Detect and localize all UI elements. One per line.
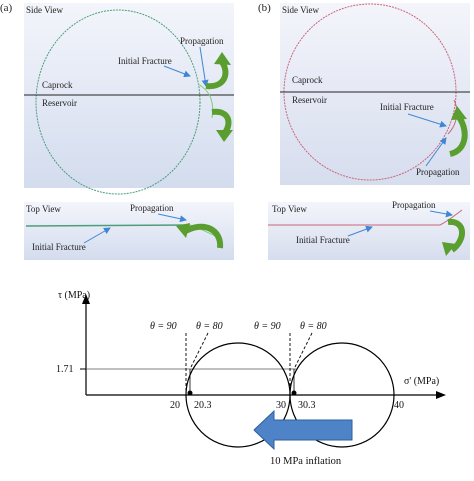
x-tick-20: 20 <box>170 400 180 411</box>
x-tick-30: 30 <box>276 400 286 411</box>
theta-label-90-second: θ = 90 <box>254 321 281 332</box>
side-view-title: Side View <box>282 5 320 15</box>
fracture-outline <box>35 9 201 195</box>
caprock-label: Caprock <box>42 80 73 90</box>
panel-b-top-view: Top View Propagation Initial Fracture <box>268 200 470 260</box>
top-initial-fracture-label: Initial Fracture <box>296 235 350 245</box>
x-tick-30-3: 30.3 <box>298 400 316 411</box>
caprock-label: Caprock <box>292 75 323 85</box>
panel-a-top-view: Top View Propagation Initial Fracture <box>24 202 234 260</box>
panel-a-side-view: Side View Caprock Reservoir Initial Frac… <box>24 3 234 195</box>
propagated-fracture-trace <box>439 209 463 226</box>
x-tick-20-3: 20.3 <box>194 400 212 411</box>
initial-fracture-label: Initial Fracture <box>118 56 172 66</box>
reservoir-label: Reservoir <box>42 98 77 108</box>
panel-a-letter: (a) <box>0 2 13 14</box>
side-view-background <box>280 3 470 185</box>
panel-a: (a) Side View Caprock Reservoir Initial … <box>0 2 234 260</box>
tau-axis-label: τ (MPa) <box>58 290 90 301</box>
curved-arrow-icon <box>448 106 468 157</box>
top-view-background <box>24 202 234 260</box>
top-view-title: Top View <box>272 204 307 214</box>
theta-80-line-second <box>293 332 313 370</box>
propagation-label: Propagation <box>416 167 460 177</box>
panel-b-side-view: Side View Caprock Reservoir Initial Frac… <box>280 3 470 185</box>
x-tick-40: 40 <box>394 400 404 411</box>
sigma-axis-arrowhead <box>436 391 446 399</box>
curved-arrow-down-icon <box>211 108 233 142</box>
initial-fracture-arrow <box>407 113 447 128</box>
top-initial-fracture-arrow <box>347 225 373 237</box>
contact-point-second <box>291 390 297 396</box>
mohr-diagram: τ (MPa) σ' (MPa) 1.71 θ = 90 θ = 80 θ = … <box>56 290 446 467</box>
panel-b-letter: (b) <box>258 2 271 14</box>
top-propagation-arrow <box>157 213 187 223</box>
initial-fracture-arrow <box>163 65 191 78</box>
propagation-label: Propagation <box>180 36 224 46</box>
propagation-arrow <box>425 137 447 167</box>
curved-arrow-icon <box>176 223 224 249</box>
top-propagation-arrow <box>429 210 453 218</box>
fracture-trace <box>25 224 191 227</box>
top-initial-fracture-label: Initial Fracture <box>32 242 86 252</box>
sigma-axis-label: σ' (MPa) <box>404 376 439 387</box>
curved-arrow-up-icon <box>205 52 231 90</box>
reservoir-label: Reservoir <box>292 95 327 105</box>
initial-fracture-label: Initial Fracture <box>380 102 434 112</box>
propagation-arrow <box>199 46 209 87</box>
top-view-title: Top View <box>26 204 61 214</box>
theta-label-80-second: θ = 80 <box>300 321 327 332</box>
top-initial-fracture-arrow <box>83 227 111 244</box>
theta-label-90-first: θ = 90 <box>150 321 177 332</box>
curved-arrow-icon <box>442 218 465 256</box>
contact-point-first <box>187 390 193 396</box>
tau-axis-arrowhead <box>82 294 90 304</box>
theta-label-80-first: θ = 80 <box>196 321 223 332</box>
side-view-title: Side View <box>26 5 64 15</box>
theta-80-line-first <box>189 332 209 370</box>
inflation-arrow-icon <box>253 409 353 451</box>
panel-b: (b) Side View Caprock Reservoir Initial … <box>258 2 470 260</box>
top-propagation-label: Propagation <box>392 200 436 210</box>
tau-tick-label: 1.71 <box>56 364 74 375</box>
top-propagation-label: Propagation <box>130 203 174 213</box>
inflation-label: 10 MPa inflation <box>270 456 342 467</box>
